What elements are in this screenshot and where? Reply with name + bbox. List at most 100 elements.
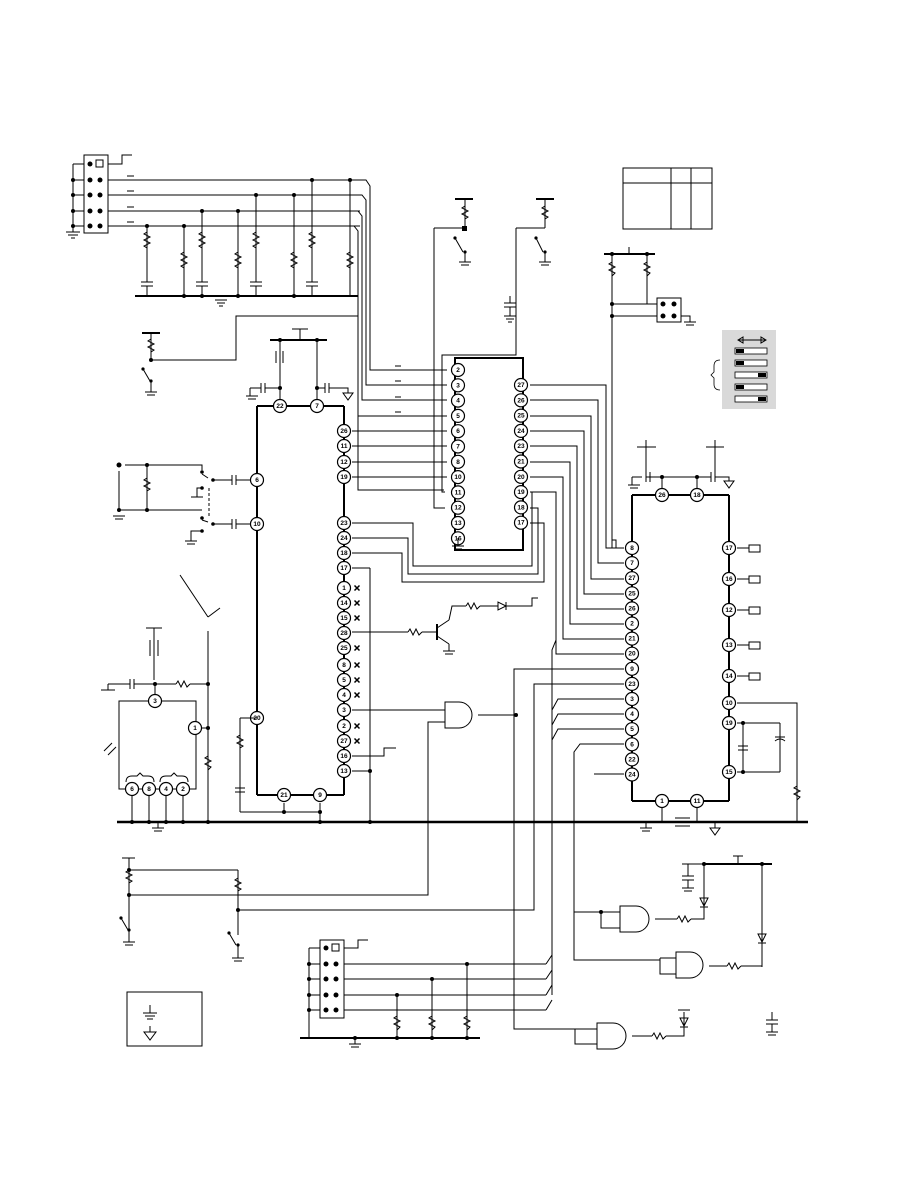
pin-number: 23 xyxy=(517,443,525,450)
main-chip-pin-25: 25 xyxy=(336,640,352,656)
main-chip-pin-18: 18 xyxy=(336,545,352,561)
right-chip-pin-14: 14 xyxy=(721,668,737,684)
pin-number: 8 xyxy=(342,662,346,669)
left-connector-pin-3: 3 xyxy=(147,693,163,709)
pin-number: 27 xyxy=(340,738,348,745)
pin-number: 18 xyxy=(340,550,348,557)
pin-number: 10 xyxy=(725,700,733,707)
main-chip-pin-6: 6 xyxy=(249,472,265,488)
main-chip-pin-23: 23 xyxy=(336,515,352,531)
pin-number: 13 xyxy=(340,768,348,775)
pin-number: 19 xyxy=(340,474,348,481)
pin-number: 13 xyxy=(725,642,733,649)
top-chip-pin-20: 20 xyxy=(513,469,529,484)
left-connector-pin-1: 1 xyxy=(187,720,203,736)
pin-number: 28 xyxy=(340,630,348,637)
pin-number: 17 xyxy=(725,545,733,552)
pin-number: 7 xyxy=(315,403,319,410)
pin-number: 5 xyxy=(456,413,460,420)
top-chip-pin-24: 24 xyxy=(513,423,529,438)
pin-number: 21 xyxy=(280,792,288,799)
main-chip-pin-9: 9 xyxy=(312,787,328,803)
pin-number: 21 xyxy=(628,636,636,643)
pin-number: 18 xyxy=(517,504,525,511)
main-chip-pin-8: 8 xyxy=(336,657,352,673)
main-chip-pin-1: 1 xyxy=(336,580,352,596)
top-chip-pin-4: 4 xyxy=(450,393,466,408)
pin-number: 17 xyxy=(340,565,348,572)
pin-number: 14 xyxy=(725,673,733,680)
right-chip-pin-2: 2 xyxy=(624,616,640,631)
top-chip-pin-21: 21 xyxy=(513,454,529,469)
no-connect-mark xyxy=(353,722,361,730)
pin-number: 11 xyxy=(694,798,701,805)
main-chip-pin-16: 16 xyxy=(336,748,352,764)
wiring xyxy=(101,247,808,1050)
pin-number: 24 xyxy=(628,772,636,779)
main-chip xyxy=(256,405,345,796)
right-chip-pin-19: 19 xyxy=(721,715,737,731)
top-chip-pin-18: 18 xyxy=(513,500,529,515)
main-chip-pin-15: 15 xyxy=(336,610,352,626)
right-chip-pin-6: 6 xyxy=(624,737,640,752)
pin-number: 4 xyxy=(630,711,634,718)
right-chip-pin-24: 24 xyxy=(624,767,640,782)
top-chip-pin-3: 3 xyxy=(450,378,466,393)
pin-number: 21 xyxy=(517,459,525,466)
pin-number: 2 xyxy=(181,786,185,793)
pin-number: 4 xyxy=(164,786,168,793)
main-chip-pin-26: 26 xyxy=(336,423,352,439)
main-chip-pin-11: 11 xyxy=(336,438,352,454)
right-chip-pin-25: 25 xyxy=(624,586,640,601)
main-chip-pin-4: 4 xyxy=(336,687,352,703)
pin-number: 8 xyxy=(630,545,634,552)
pin-number: 20 xyxy=(253,715,261,722)
right-chip-pin-26: 26 xyxy=(654,487,670,503)
pin-number: 10 xyxy=(253,521,261,528)
main-chip-pin-22: 22 xyxy=(272,398,288,414)
right-chip-pin-23: 23 xyxy=(624,676,640,692)
no-connect-mark xyxy=(353,599,361,607)
no-connect-mark xyxy=(353,676,361,684)
pin-number: 19 xyxy=(725,720,733,727)
left-connector-pin-8: 8 xyxy=(141,781,157,797)
pin-number: 3 xyxy=(630,696,634,703)
main-chip-pin-14: 14 xyxy=(336,595,352,611)
pin-number: 24 xyxy=(517,428,525,435)
pin-number: 2 xyxy=(342,723,346,730)
pin-number: 15 xyxy=(725,769,733,776)
main-chip-pin-12: 12 xyxy=(336,454,352,470)
main-chip-pin-27: 27 xyxy=(336,733,352,749)
main-chip-pin-19: 19 xyxy=(336,469,352,485)
main-chip-pin-24: 24 xyxy=(336,530,352,546)
main-chip-pin-28: 28 xyxy=(336,625,352,641)
pin-number: 13 xyxy=(454,520,462,527)
pin-number: 25 xyxy=(628,590,636,597)
pin-number: 12 xyxy=(340,459,348,466)
left-connector-pin-4: 4 xyxy=(158,781,174,797)
pin-number: 8 xyxy=(456,459,460,466)
top-chip-pin-5: 5 xyxy=(450,408,466,423)
right-chip-pin-9: 9 xyxy=(624,661,640,676)
no-connect-mark xyxy=(353,737,361,745)
no-connect-mark xyxy=(353,661,361,669)
right-chip-pin-7: 7 xyxy=(624,555,640,571)
right-chip-pin-15: 15 xyxy=(721,764,737,780)
main-chip-pin-17: 17 xyxy=(336,560,352,576)
main-chip-pin-10: 10 xyxy=(249,516,265,532)
top-chip-pin-25: 25 xyxy=(513,408,529,423)
right-chip-pin-1: 1 xyxy=(654,793,670,809)
pin-number: 5 xyxy=(630,726,634,733)
right-chip-pin-18: 18 xyxy=(689,487,705,503)
pin-number: 9 xyxy=(318,792,322,799)
pin-number: 6 xyxy=(630,741,634,748)
pin-number: 26 xyxy=(517,397,525,404)
right-chip xyxy=(631,494,730,802)
pin-number: 2 xyxy=(630,621,634,628)
top-chip-pin-12: 12 xyxy=(450,500,466,515)
pin-number: 6 xyxy=(255,477,259,484)
top-chip-pin-23: 23 xyxy=(513,439,529,454)
right-chip-pin-21: 21 xyxy=(624,631,640,646)
